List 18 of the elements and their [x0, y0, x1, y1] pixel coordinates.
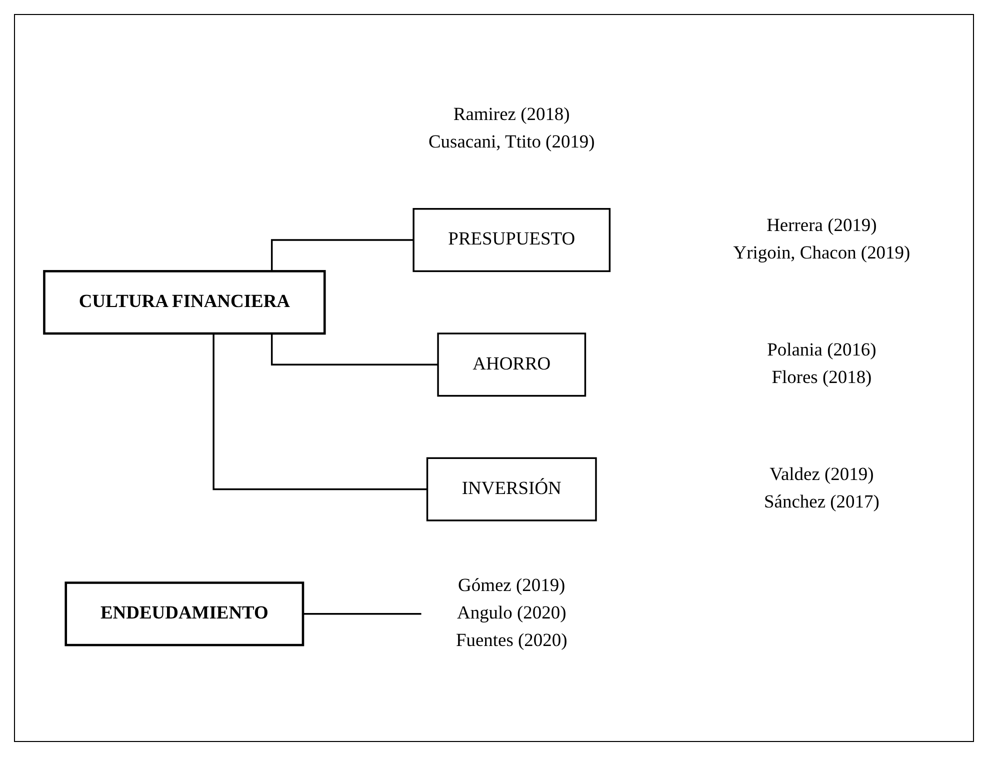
node-label: Flores (2018) [771, 368, 872, 388]
connector [302, 612, 421, 614]
node-text: Gómez (2019) Angulo (2020) Fuentes (2020) [455, 575, 567, 650]
node-box: PRESUPUESTO [412, 208, 610, 272]
node-label: Yrigoin, Chacon (2019) [732, 242, 910, 263]
node-label: Herrera (2019) [766, 215, 876, 235]
node-label: Ramirez (2018) [452, 104, 570, 124]
node-label: Cusacani, Ttito (2019) [428, 132, 594, 152]
node-box: CULTURA FINANCIERA [42, 270, 326, 334]
node-box: INVERSIÓN [426, 456, 596, 521]
connector [270, 333, 438, 366]
node-label: Sánchez (2017) [764, 492, 879, 512]
connector [270, 238, 414, 271]
connector [212, 333, 427, 490]
node-label: Valdez (2019) [769, 464, 874, 484]
node-box: ENDEUDAMIENTO [64, 581, 304, 646]
node-box: AHORRO [436, 332, 586, 396]
node-label: Polania (2016) [766, 340, 876, 360]
